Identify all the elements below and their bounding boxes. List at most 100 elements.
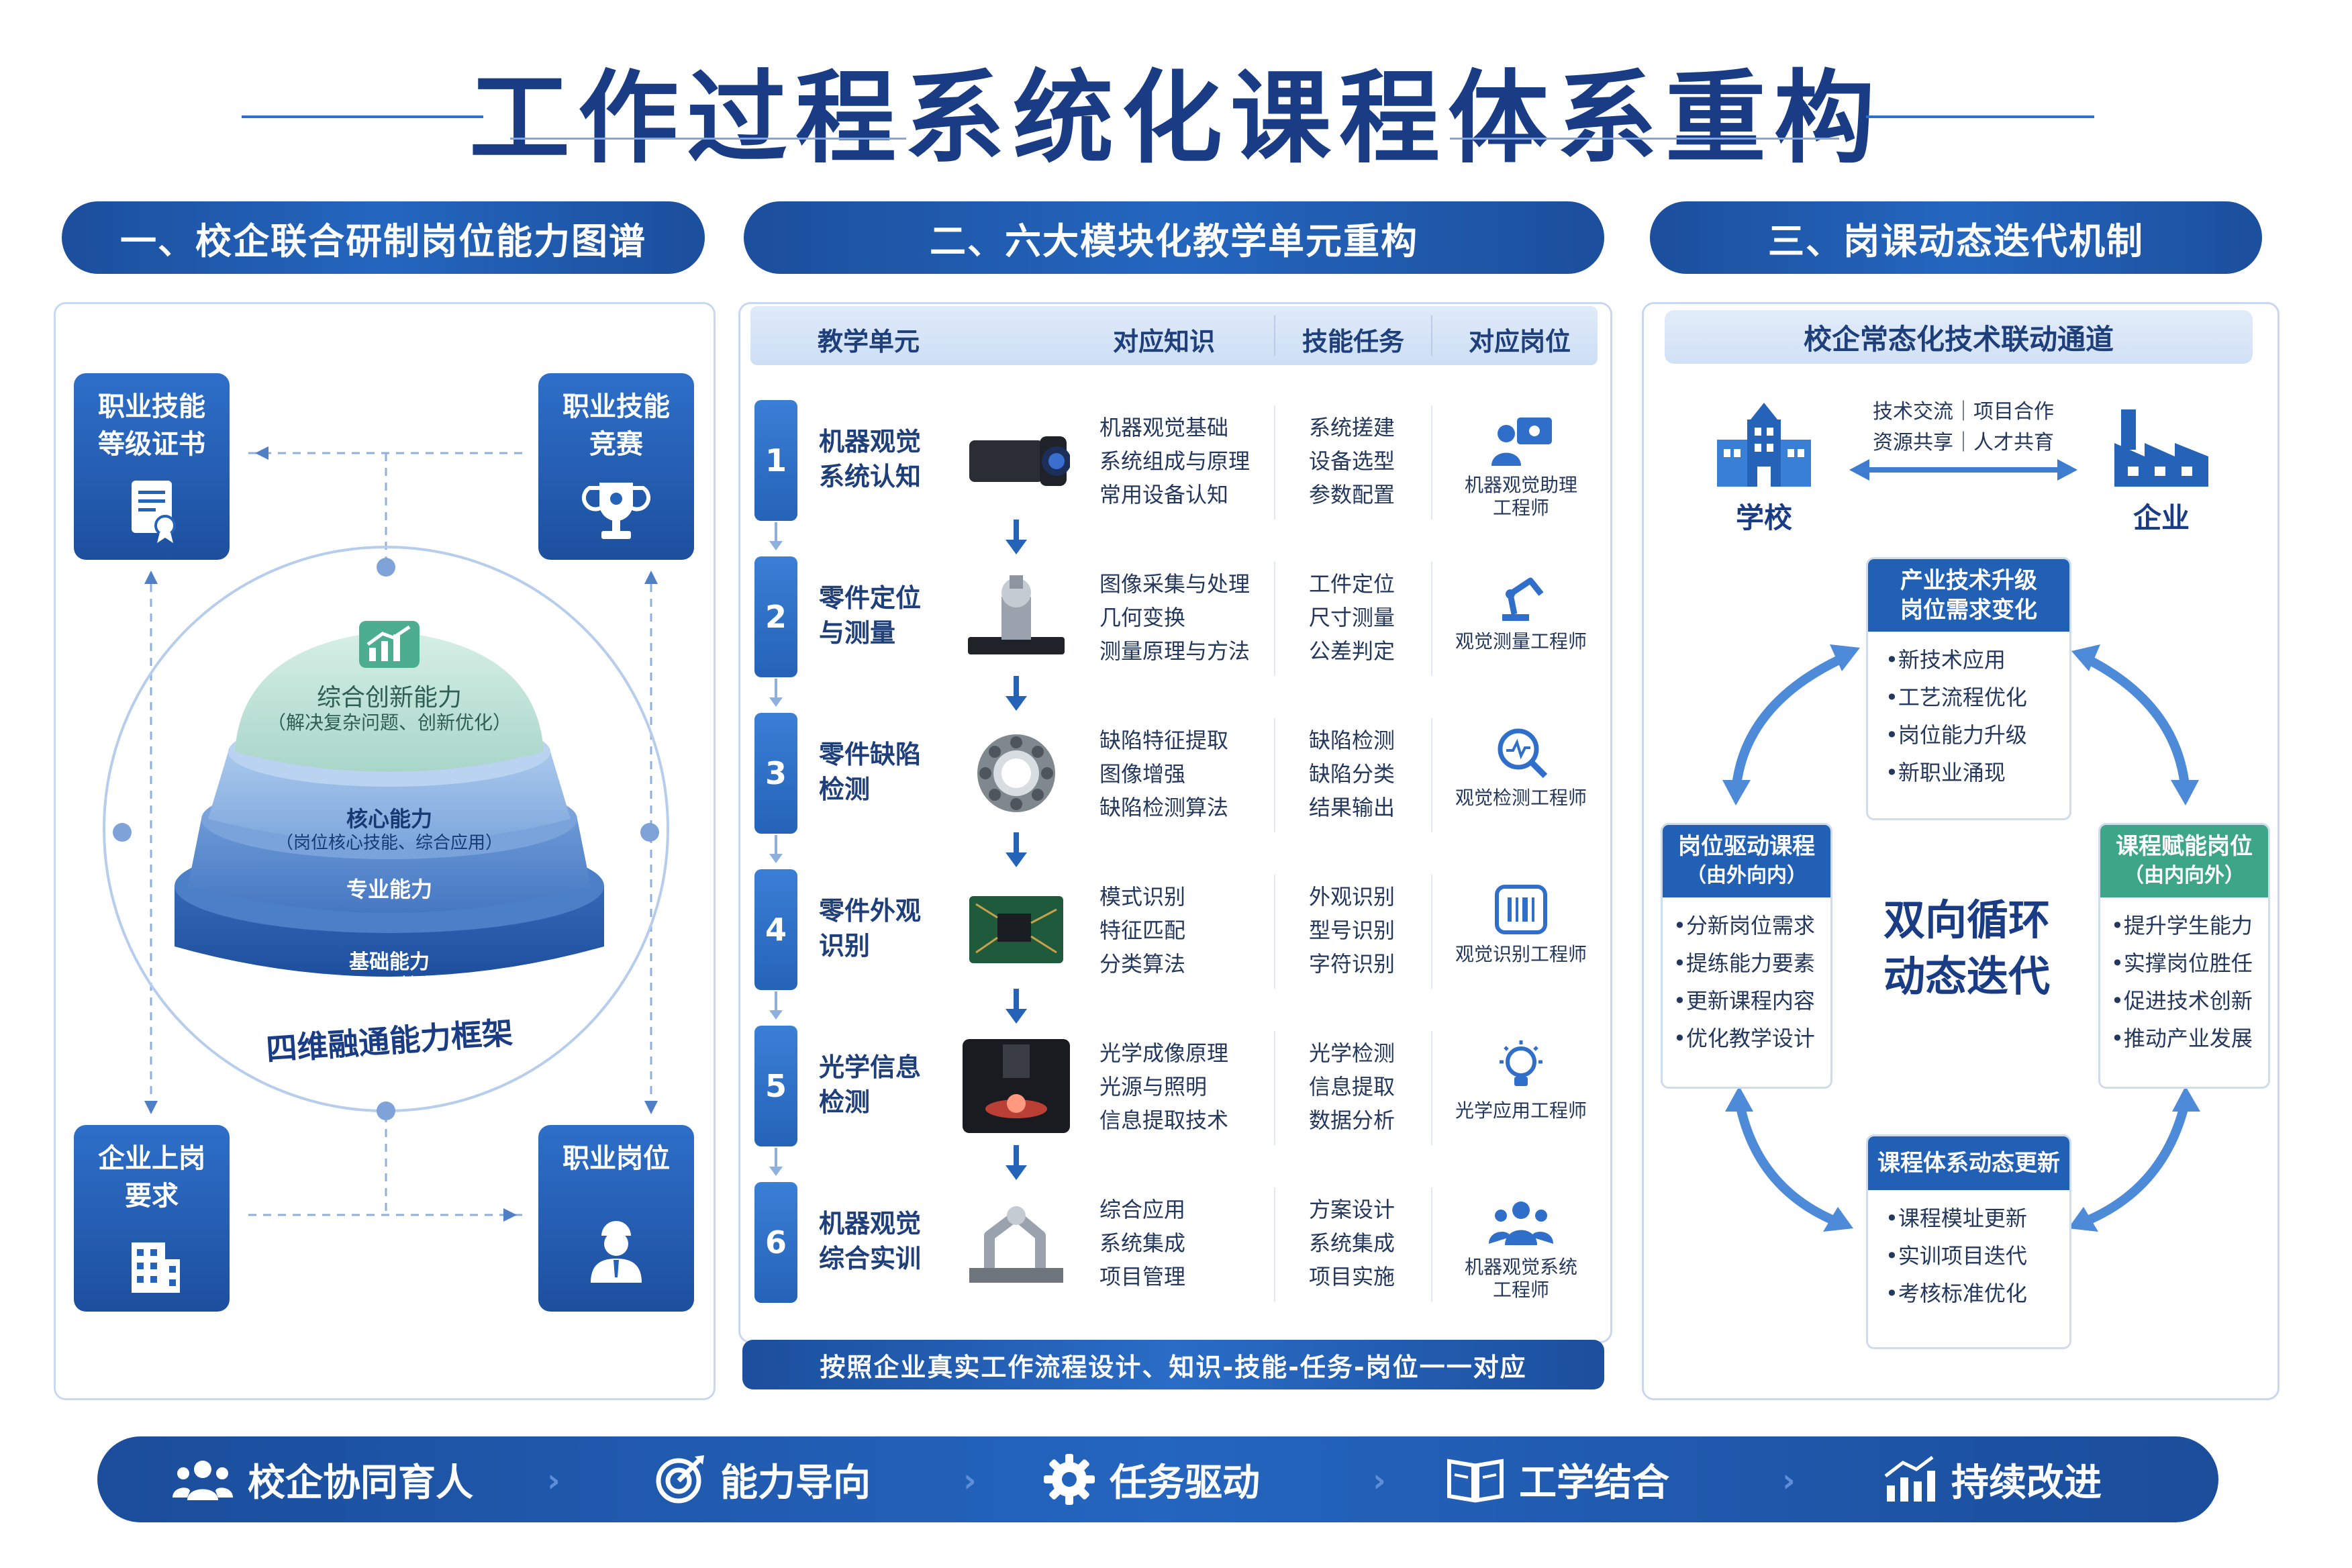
school-icon [1717, 403, 1811, 487]
card-job-position[interactable]: 职业岗位 [538, 1125, 694, 1312]
barcode-icon [1487, 883, 1555, 936]
list-item: •分新岗位需求 [1673, 913, 1815, 938]
pyramid-level-1-desc: （解决复杂问题、创新优化） [266, 712, 511, 734]
list-item: •实训项目迭代 [1885, 1243, 2027, 1269]
thumb-down-arrow [1006, 520, 1027, 554]
footer-chevron: › [963, 1462, 977, 1500]
list-item: •促进技术创新 [2111, 988, 2253, 1014]
row-sep [1431, 875, 1432, 989]
card-line-1: 职业技能 [98, 391, 205, 422]
unit-name: 零件缺陷检测 [819, 740, 922, 804]
footer-label: 校企协同育人 [248, 1461, 473, 1505]
col-sep-1 [1274, 315, 1275, 356]
footer-item-4[interactable]: 工学结合 [1447, 1436, 1669, 1522]
row-sep [1431, 1031, 1432, 1145]
worker-icon [591, 1221, 642, 1283]
box-course-empowers-job: 课程赋能岗位 （由内向外） •提升学生能力 •实撑岗位胜任 •促进技术创新 •推… [2098, 823, 2270, 1089]
thumb-down-arrow [1006, 1145, 1027, 1180]
list-item: •工艺流程优化 [1885, 685, 2027, 710]
unit-job: 观觉测量工程师 [1455, 630, 1587, 652]
row-sep [1431, 405, 1432, 520]
footer-label: 任务驱动 [1110, 1461, 1260, 1505]
card-line-1: 企业上岗 [98, 1143, 205, 1174]
col-header-job: 对应岗位 [1469, 327, 1571, 356]
unit-name: 光学信息检测 [819, 1052, 922, 1117]
footer-bar: 校企协同育人 › 能力导向 › 任务驱动 › 工学结合 › 持续改进 [97, 1436, 2218, 1522]
title-deco-right [1450, 138, 1839, 140]
pyramid-level-4-title: 基础能力 [349, 950, 430, 974]
exchange-arrow [1849, 459, 2077, 481]
box-body: •新技术应用 •工艺流程优化 •岗位能力升级 •新职业涌现 [1868, 632, 2069, 791]
robot-arm-icon [1487, 570, 1555, 624]
middle-panel [738, 302, 1612, 1343]
capability-pyramid [175, 631, 604, 977]
row-sep [1274, 875, 1275, 989]
unit-name: 机器观觉系统认知 [819, 427, 922, 491]
gear-icon [1044, 1454, 1095, 1505]
row-down-arrow [769, 835, 783, 863]
unit-job: 观觉识别工程师 [1455, 943, 1587, 965]
right-subheader: 校企常态化技术联动通道 [1665, 310, 2253, 364]
list-item: •更新课程内容 [1673, 988, 1815, 1014]
col-header-unit: 教学单元 [818, 327, 920, 356]
unit-thumbnail [963, 1195, 1070, 1289]
list-item: •考核标准优化 [1885, 1281, 2027, 1306]
row-sep [1431, 562, 1432, 676]
box-header: 课程体系动态更新 [1868, 1136, 2069, 1190]
list-item: •提升学生能力 [2111, 913, 2253, 938]
footer-item-2[interactable]: 能力导向 [654, 1436, 871, 1522]
unit-number: 2 [754, 556, 797, 677]
unit-thumbnail [963, 570, 1070, 664]
card-skills-competition[interactable]: 职业技能 竞赛 [538, 373, 694, 560]
certificate-icon [132, 481, 176, 543]
footer-label: 能力导向 [720, 1461, 871, 1505]
left-connectors [103, 446, 669, 1222]
row-sep [1431, 1187, 1432, 1302]
footer-item-3[interactable]: 任务驱动 [1044, 1436, 1260, 1522]
trophy-icon [581, 483, 651, 539]
col-header-knowledge: 对应知识 [1113, 327, 1216, 356]
unit-tasks: 工件定位尺寸测量公差判定 [1309, 571, 1395, 664]
unit-name: 零件定位与测量 [819, 583, 922, 648]
title-deco-left-2 [510, 138, 906, 140]
unit-job: 观觉检测工程师 [1455, 787, 1587, 809]
engineer-screen-icon [1487, 413, 1555, 467]
card-line-2: 等级证书 [98, 429, 205, 460]
box-body: •课程模址更新 •实训项目迭代 •考核标准优化 [1868, 1190, 2069, 1312]
exchange-line-2: 资源共享｜人才共育 [1873, 431, 2054, 454]
footer-label: 工学结合 [1519, 1461, 1669, 1505]
unit-job: 光学应用工程师 [1455, 1099, 1587, 1122]
title-deco-left [242, 115, 483, 118]
footer-item-1[interactable]: 校企协同育人 [173, 1436, 473, 1522]
title-deco-right-2 [1866, 115, 2094, 118]
unit-tasks: 系统搓建设备选型参数配置 [1309, 415, 1395, 507]
magnifier-icon [1487, 726, 1555, 780]
unit-knowledge: 模式识别特征匹配分类算法 [1099, 884, 1186, 977]
pyramid-level-2-title: 核心能力 [346, 806, 432, 832]
unit-job: 机器观觉系统工程师 [1464, 1256, 1577, 1301]
row-sep [1274, 562, 1275, 676]
list-item: •提练能力要素 [1673, 950, 1815, 976]
section-3-header: 三、岗课动态迭代机制 [1650, 201, 2262, 274]
unit-knowledge: 机器观觉基础系统组成与原理常用设备认知 [1099, 415, 1251, 507]
box-header: 课程赋能岗位 （由内向外） [2100, 825, 2268, 897]
footer-chevron: › [547, 1462, 560, 1500]
card-line-2: 竞赛 [589, 429, 643, 460]
list-item: •新职业涌现 [1885, 760, 2006, 785]
row-sep [1274, 1187, 1275, 1302]
book-icon [1447, 1459, 1504, 1503]
thumb-down-arrow [1006, 989, 1027, 1024]
card-enterprise-requirements[interactable]: 企业上岗 要求 [74, 1125, 230, 1312]
unit-thumbnail [963, 413, 1071, 507]
unit-job: 机器观觉助理工程师 [1464, 474, 1577, 519]
row-down-arrow [769, 679, 783, 707]
cycle-center-line-1: 双向循环 [1883, 895, 2050, 944]
table-bottom-bar: 按照企业真实工作流程设计、知识-技能-任务-岗位一一对应 [742, 1340, 1604, 1389]
box-title-1: 课程赋能岗位 [2116, 833, 2253, 860]
chart-icon [1884, 1456, 1935, 1502]
card-vocational-certificate[interactable]: 职业技能 等级证书 [74, 373, 230, 560]
company-label: 企业 [2133, 501, 2190, 534]
factory-icon [2114, 409, 2208, 487]
footer-item-5[interactable]: 持续改进 [1883, 1436, 2102, 1522]
col-sep-2 [1431, 315, 1432, 356]
